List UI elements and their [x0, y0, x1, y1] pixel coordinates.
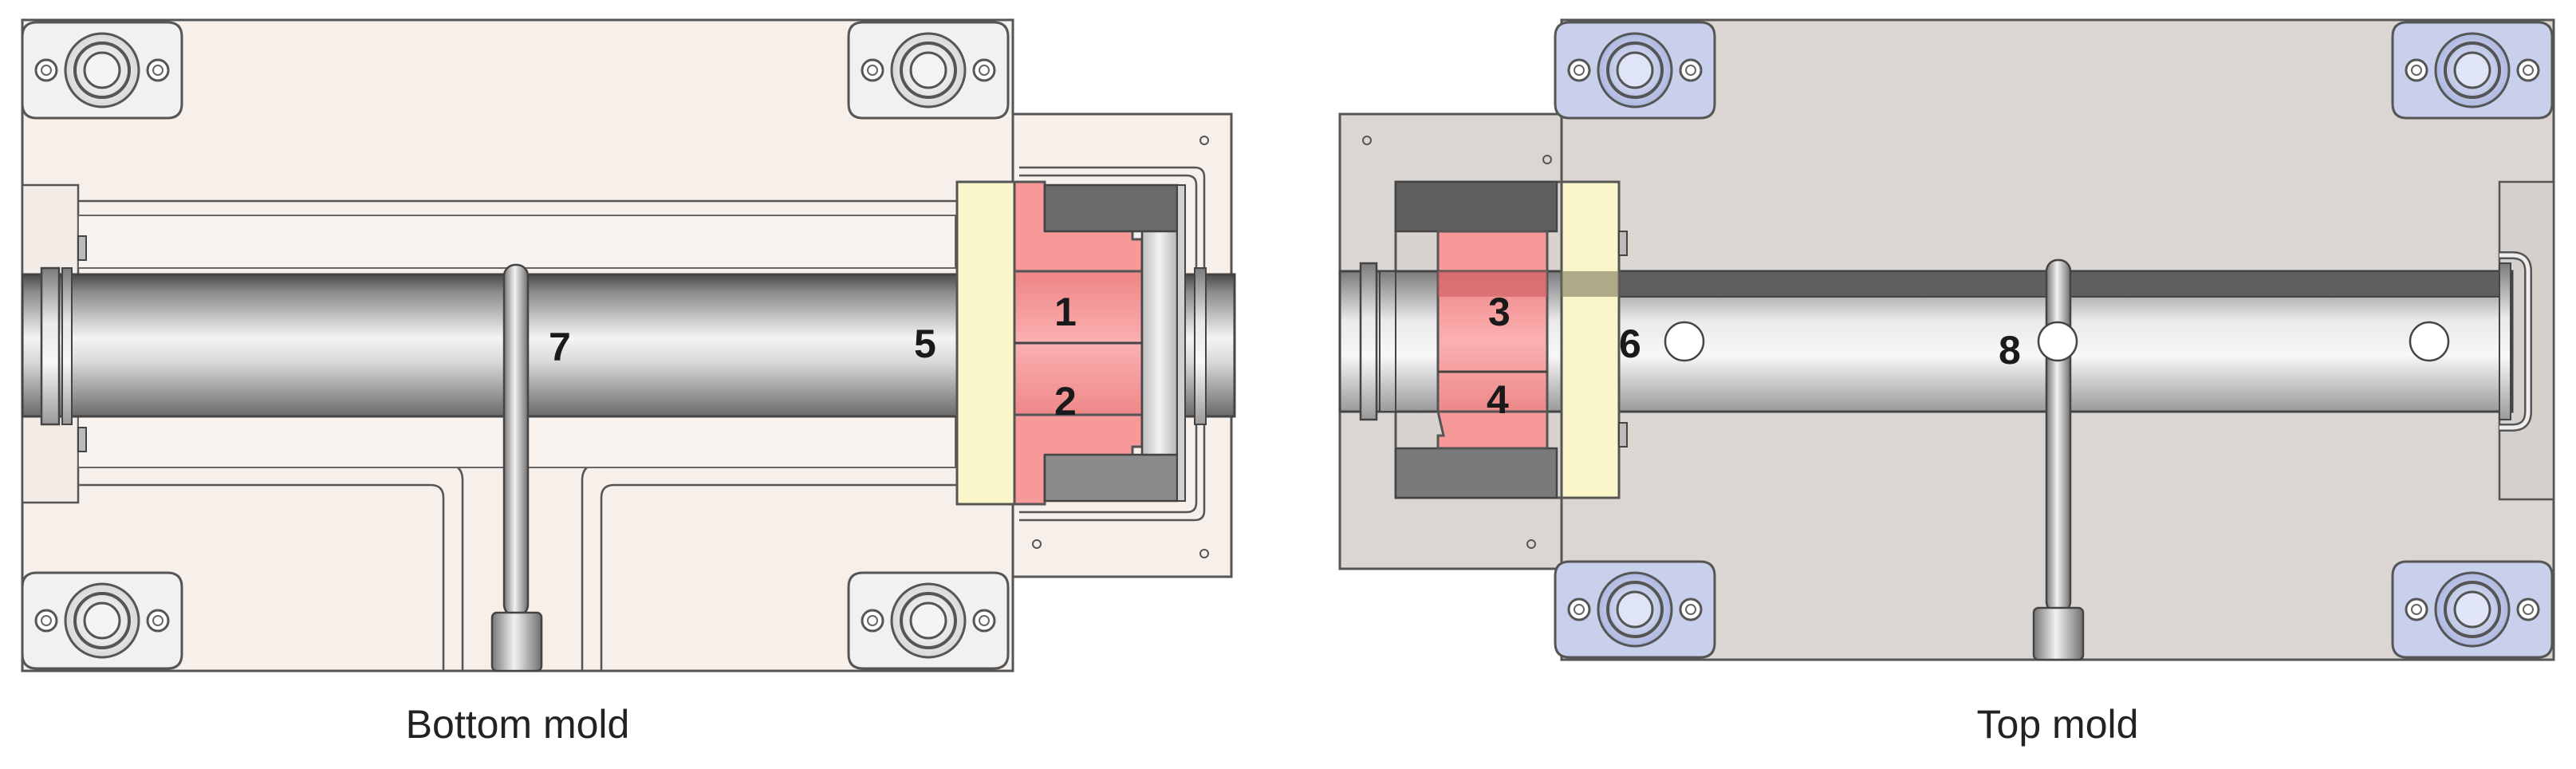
shaft-hole — [2037, 321, 2078, 362]
callout-3: 3 — [1488, 290, 1511, 334]
top-vertical-pipe — [2045, 258, 2072, 614]
top-yellow-insert — [1560, 180, 1621, 499]
bottom-mold-drawing — [21, 18, 1236, 672]
top-red-insert — [1436, 230, 1549, 273]
callout-8: 8 — [1999, 328, 2021, 373]
callout-1: 1 — [1054, 290, 1077, 334]
shaft-hole — [2409, 321, 2450, 362]
bottom-vertical-pipe — [502, 263, 530, 617]
callout-4: 4 — [1487, 377, 1509, 422]
bottom-yellow-insert — [955, 180, 1016, 506]
callout-2: 2 — [1054, 379, 1077, 424]
callout-7: 7 — [549, 325, 571, 369]
caption-bottom-mold: Bottom mold — [406, 702, 630, 747]
caption-top-mold: Top mold — [1977, 702, 2139, 747]
callout-5: 5 — [914, 321, 936, 366]
top-mold-drawing — [1338, 18, 2555, 661]
shaft-hole — [1664, 321, 1705, 362]
callout-6: 6 — [1619, 321, 1641, 366]
